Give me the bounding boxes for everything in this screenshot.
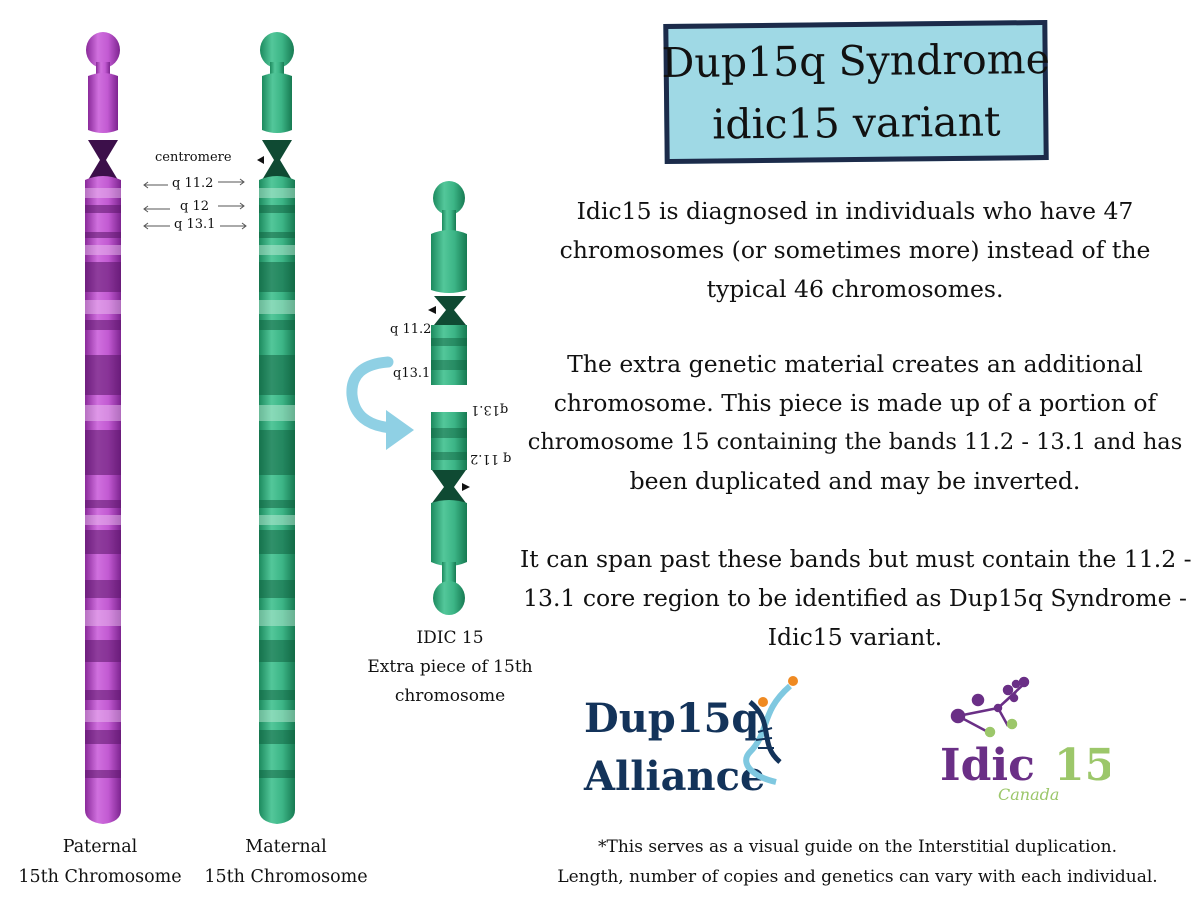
- paragraph-span: It can span past these bands but must co…: [520, 540, 1192, 657]
- footnote-line: *This serves as a visual guide on the In…: [597, 837, 1117, 857]
- dup15q-alliance-logo-art: Dup15q Alliance: [583, 676, 798, 800]
- paragraph-line: been duplicated and may be inverted.: [629, 467, 1081, 495]
- paragraph-line: The extra genetic material creates an ad…: [567, 350, 1143, 378]
- paragraph-extra-material: The extra genetic material creates an ad…: [520, 345, 1190, 501]
- paragraph-line: Idic15 is diagnosed in individuals who h…: [576, 197, 1134, 225]
- paternal-caption-line: Paternal: [62, 837, 138, 857]
- idic15-logo-sub: Canada: [998, 785, 1059, 804]
- idic15-caption: IDIC 15 Extra piece of 15th chromosome: [358, 624, 542, 711]
- idic-band-label-q11-2: q 11.2: [390, 322, 432, 337]
- idic15-chromosome: [428, 181, 470, 615]
- dup15q-alliance-logo: Dup15q Alliance: [580, 672, 810, 802]
- idic-band-label-q11-2-inverted: q 11.2: [470, 451, 512, 466]
- paragraph-line: 13.1 core region to be identified as Dup…: [523, 584, 1187, 612]
- maternal-caption-line: 15th Chromosome: [204, 867, 368, 887]
- band-arrows: [143, 178, 247, 230]
- paragraph-line: chromosomes (or sometimes more) instead …: [559, 236, 1151, 264]
- paternal-chromosome: [85, 32, 121, 824]
- band-label-q12: q 12: [180, 199, 209, 214]
- paragraph-line: Idic15 variant.: [767, 623, 943, 651]
- idic15-caption-line: chromosome: [394, 686, 506, 706]
- title-line-2: idic15 variant: [711, 97, 1001, 149]
- maternal-caption-line: Maternal: [245, 837, 327, 857]
- idic15-canada-logo-art: Idic 15 Canada: [940, 676, 1115, 804]
- band-label-q13-1: q 13.1: [174, 217, 216, 232]
- idic15-caption-line: Extra piece of 15th: [367, 657, 533, 677]
- dna-helix-icon: [743, 676, 798, 785]
- paragraph-line: chromosome. This piece is made up of a p…: [553, 389, 1157, 417]
- title-box: Dup15q Syndrome idic15 variant: [661, 19, 1051, 165]
- dup15q-logo-text-line1: Dup15q: [584, 695, 759, 742]
- maternal-chromosome: [257, 32, 295, 824]
- footnote: *This serves as a visual guide on the In…: [530, 832, 1185, 892]
- title-line-1: Dup15q Syndrome: [661, 34, 1051, 88]
- molecule-tree-icon: [950, 676, 1030, 738]
- paragraph-line: typical 46 chromosomes.: [706, 275, 1004, 303]
- idic15-logo-text: Idic: [940, 740, 1035, 791]
- footnote-line: Length, number of copies and genetics ca…: [557, 867, 1158, 887]
- idic-band-label-q13-1-inverted: q13.1: [471, 402, 509, 417]
- chromosome-diagram: [85, 32, 470, 824]
- paragraph-line: chromosome 15 containing the bands 11.2 …: [527, 429, 1183, 455]
- idic15-logo-number: 15: [1054, 740, 1110, 791]
- band-label-q11-2: q 11.2: [172, 176, 214, 191]
- paragraph-line: It can span past these bands but must co…: [520, 545, 1192, 573]
- paternal-caption-line: 15th Chromosome: [18, 867, 182, 887]
- paternal-caption: Paternal 15th Chromosome: [10, 832, 190, 892]
- idic15-caption-line: IDIC 15: [416, 628, 484, 648]
- paragraph-diagnosis: Idic15 is diagnosed in individuals who h…: [520, 192, 1190, 309]
- idic15-canada-logo: Idic 15 Canada: [938, 676, 1115, 806]
- dup15q-logo-text-line2: Alliance: [583, 753, 765, 800]
- idic-band-label-q13-1: q13.1: [393, 366, 431, 381]
- inversion-arrow: [346, 356, 414, 450]
- maternal-caption: Maternal 15th Chromosome: [196, 832, 376, 892]
- centromere-label: centromere: [155, 150, 232, 165]
